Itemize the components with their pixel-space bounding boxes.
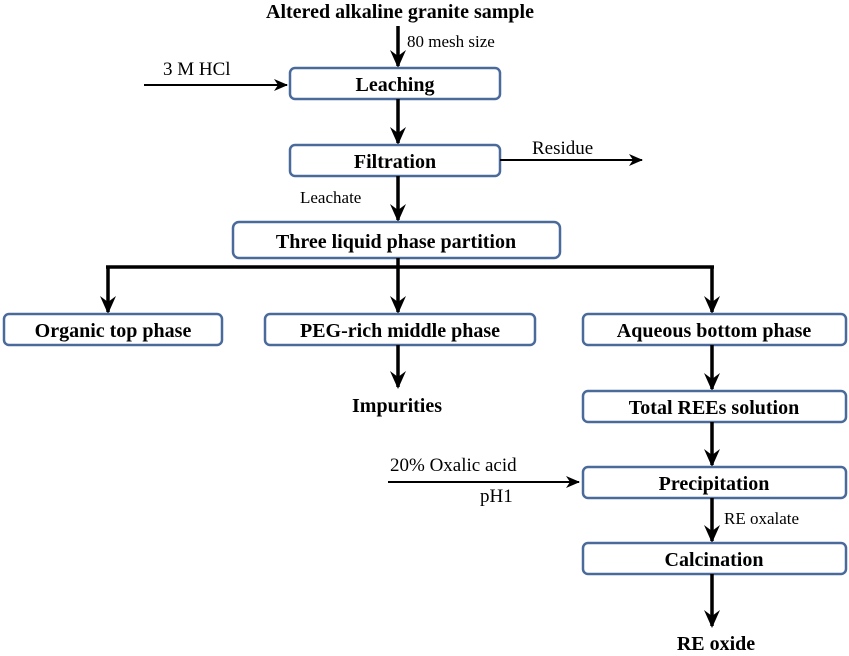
box-partition: Three liquid phase partition bbox=[231, 220, 562, 260]
node-leaching: Leaching bbox=[356, 74, 435, 96]
box-total-rees: Total REEs solution bbox=[581, 389, 848, 424]
label-mesh: 80 mesh size bbox=[407, 32, 495, 51]
node-aqueous: Aqueous bottom phase bbox=[617, 320, 812, 342]
label-ph: pH1 bbox=[480, 486, 513, 507]
label-residue: Residue bbox=[532, 138, 593, 159]
box-aqueous: Aqueous bottom phase bbox=[581, 312, 848, 347]
box-precipitation: Precipitation bbox=[581, 465, 848, 500]
node-peg: PEG-rich middle phase bbox=[300, 320, 500, 342]
node-filtration: Filtration bbox=[354, 151, 436, 173]
node-total-rees: Total REEs solution bbox=[629, 397, 799, 419]
node-sample: Altered alkaline granite sample bbox=[266, 1, 534, 23]
label-oxalate: RE oxalate bbox=[724, 509, 799, 528]
node-precipitation: Precipitation bbox=[659, 473, 770, 495]
node-oxide: RE oxide bbox=[677, 633, 755, 655]
label-oxalic: 20% Oxalic acid bbox=[390, 455, 517, 476]
box-filtration: Filtration bbox=[288, 143, 502, 178]
box-peg: PEG-rich middle phase bbox=[263, 312, 537, 347]
node-calcination: Calcination bbox=[665, 549, 764, 571]
label-leachate: Leachate bbox=[300, 188, 361, 207]
box-leaching: Leaching bbox=[288, 66, 502, 101]
box-calcination: Calcination bbox=[581, 541, 848, 576]
node-organic: Organic top phase bbox=[35, 320, 192, 342]
label-hcl: 3 M HCl bbox=[163, 59, 231, 80]
node-partition: Three liquid phase partition bbox=[276, 231, 516, 253]
node-impurities: Impurities bbox=[352, 395, 442, 417]
box-organic: Organic top phase bbox=[2, 312, 224, 347]
